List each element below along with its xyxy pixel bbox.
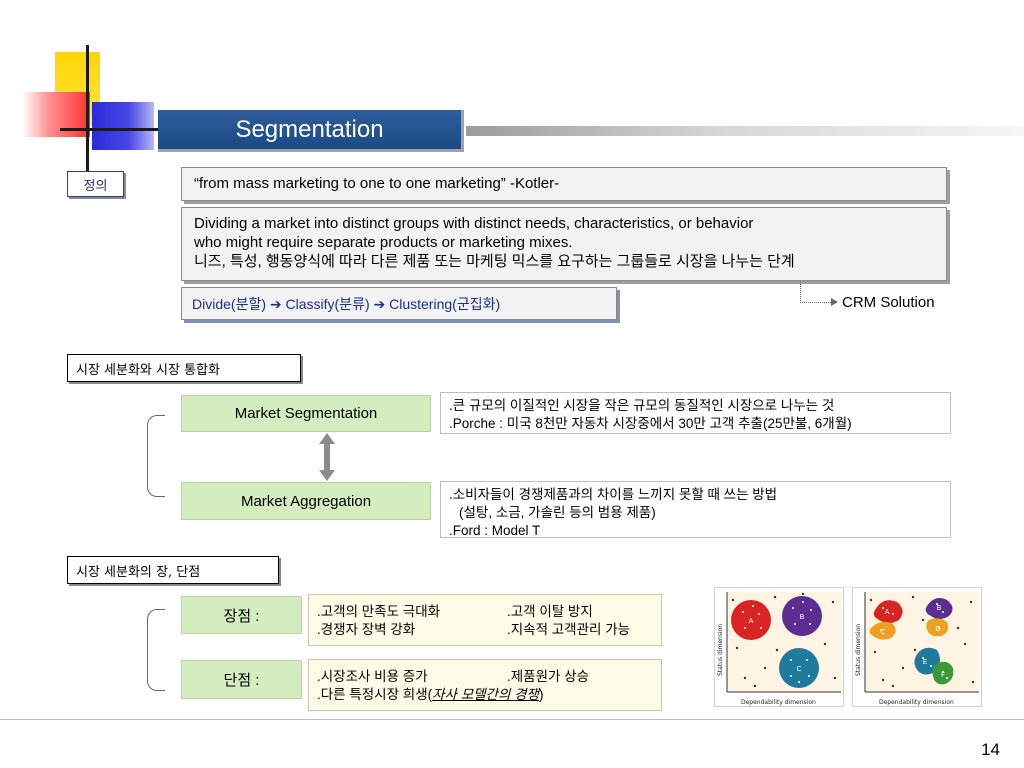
market-aggregation-desc: .소비자들이 경쟁제품과의 차이를 느끼지 못할 때 쓰는 방법 (설탕, 소금… xyxy=(440,481,951,538)
cluster-c-label: C xyxy=(797,665,802,673)
cons-label: 단점 : xyxy=(181,660,302,699)
cons-item: .시장조사 비용 증가 xyxy=(317,669,428,684)
cluster-a-blob xyxy=(873,600,903,623)
cons-desc: .시장조사 비용 증가 .제품원가 상승 .다른 특정시장 희생(자사 모델간의… xyxy=(308,659,662,711)
crm-solution-label: CRM Solution xyxy=(842,294,935,311)
seg-vs-agg-tag: 시장 세분화와 시장 통합화 xyxy=(67,354,301,382)
cluster-plot-six: A B C D E F Status dimension Dependabili… xyxy=(855,592,979,706)
definition-line-3: 니즈, 특성, 행동양식에 따라 다른 제품 또는 마케팅 믹스를 요구하는 그… xyxy=(194,253,795,270)
process-steps: Divide(분할) ➔ Classify(분류) ➔ Clustering(군… xyxy=(181,287,617,320)
cluster-c-blob xyxy=(779,648,819,688)
pros-desc: .고객의 만족도 극대화 .고객 이탈 방지 .경쟁자 장벽 강화 .지속적 고… xyxy=(308,594,662,646)
cluster-b-label: B xyxy=(800,613,805,621)
cluster-b-label: B xyxy=(937,604,942,612)
y-axis-label: Status dimension xyxy=(717,624,724,676)
cons-item-suffix: ) xyxy=(538,687,544,702)
cluster-d-blob xyxy=(926,618,949,637)
cluster-e-label: E xyxy=(923,658,927,666)
definition-line-1: Dividing a market into distinct groups w… xyxy=(194,215,754,232)
pros-cons-tag: 시장 세분화의 장, 단점 xyxy=(67,556,279,584)
cluster-panel-six: A B C D E F Status dimension Dependabili… xyxy=(852,587,982,707)
market-aggregation-label: Market Aggregation xyxy=(181,482,431,520)
cluster-a-label: A xyxy=(885,608,890,616)
pros-item: .경쟁자 장벽 강화 xyxy=(317,622,416,637)
aggregation-desc-line-1: .소비자들이 경쟁제품과의 차이를 느끼지 못할 때 쓰는 방법 xyxy=(449,487,778,502)
cons-item: .다른 특정시장 희생(자사 모델간의 경쟁) xyxy=(317,686,653,704)
cons-item: .제품원가 상승 xyxy=(507,669,590,684)
process-step-classify: Classify(분류) xyxy=(285,296,370,312)
arrow-right-icon xyxy=(831,298,838,306)
aggregation-desc-line-3: .Ford : Model T xyxy=(449,523,541,538)
cluster-a-label: A xyxy=(749,617,754,625)
segmentation-desc-line-2: .Porche : 미국 8천만 자동차 시장중에서 30만 고객 추출(25만… xyxy=(449,416,852,431)
double-arrow-icon xyxy=(319,433,335,481)
definition-line-2: who might require separate products or m… xyxy=(194,234,573,251)
pros-item: .고객의 만족도 극대화 xyxy=(317,604,441,619)
page-number: 14 xyxy=(981,740,1000,759)
cluster-b-blob xyxy=(925,598,953,619)
cluster-plot-three: A B C Status dimension Dependability dim… xyxy=(717,592,841,706)
cluster-b-blob xyxy=(782,596,822,636)
y-axis-label: Status dimension xyxy=(855,624,862,676)
kotler-quote: “from mass marketing to one to one marke… xyxy=(181,167,947,201)
crm-connector-line xyxy=(800,282,835,303)
cluster-f-label: F xyxy=(941,671,945,679)
footer-rule xyxy=(0,719,1024,720)
x-axis-label: Dependability dimension xyxy=(741,699,816,706)
definition-tag: 정의 xyxy=(67,171,124,197)
market-segmentation-desc: .큰 규모의 이질적인 시장을 작은 규모의 동질적인 시장으로 나누는 것 .… xyxy=(440,392,951,434)
pros-item: .고객 이탈 방지 xyxy=(507,604,593,619)
cluster-c-label: C xyxy=(881,628,886,636)
decor-horizontal-line xyxy=(60,128,170,131)
pros-item: .지속적 고객관리 가능 xyxy=(507,622,631,637)
pros-cons-bracket xyxy=(147,609,165,691)
pros-label: 장점 : xyxy=(181,596,302,634)
definition-body: Dividing a market into distinct groups w… xyxy=(181,207,947,281)
title-rule xyxy=(466,126,1024,136)
x-axis-label: Dependability dimension xyxy=(879,699,954,706)
seg-bracket xyxy=(147,415,165,497)
market-segmentation-label: Market Segmentation xyxy=(181,395,431,432)
cluster-d-label: D xyxy=(935,625,940,633)
process-step-divide: Divide(분할) xyxy=(192,296,266,312)
process-step-clustering: Clustering(군집화) xyxy=(389,296,501,312)
decor-blue-block xyxy=(92,102,154,150)
cluster-panel-three: A B C Status dimension Dependability dim… xyxy=(714,587,844,707)
cluster-f-blob xyxy=(932,661,954,685)
cluster-a-blob xyxy=(731,600,771,640)
cons-item-emphasis: 자사 모델간의 경쟁 xyxy=(432,687,539,702)
decor-vertical-line xyxy=(86,45,89,173)
slide-title: Segmentation xyxy=(158,110,464,152)
arrow-right-icon: ➔ xyxy=(269,296,282,312)
aggregation-desc-line-2: (설탕, 소금, 가솔린 등의 범용 제품) xyxy=(459,505,656,520)
cluster-c-blob xyxy=(869,621,896,640)
arrow-right-icon: ➔ xyxy=(373,296,386,312)
segmentation-desc-line-1: .큰 규모의 이질적인 시장을 작은 규모의 동질적인 시장으로 나누는 것 xyxy=(449,398,835,413)
cons-item-prefix: .다른 특정시장 희생( xyxy=(317,687,433,702)
